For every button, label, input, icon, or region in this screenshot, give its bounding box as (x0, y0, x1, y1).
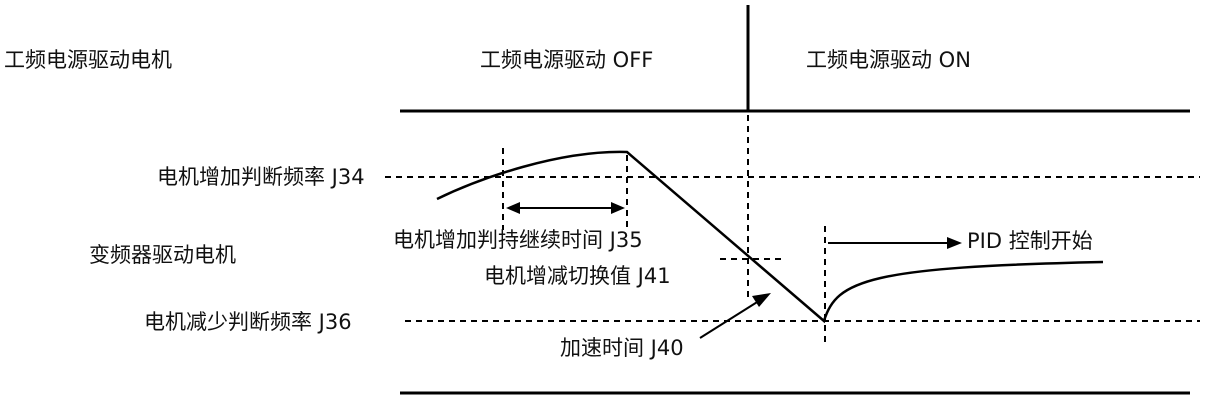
hold-time-arrow-right (611, 202, 625, 214)
label-switch-value: 电机增减切换值 J41 (484, 264, 671, 288)
label-power-drive-on: 工频电源驱动 ON (806, 48, 971, 72)
accel-time-arrow-head (752, 293, 771, 307)
label-power-driven-motor: 工频电源驱动电机 (4, 48, 172, 72)
pid-start-arrow-head (947, 237, 962, 249)
accel-time-arrow-line (699, 298, 763, 339)
motor-frequency-curve (436, 150, 1104, 324)
label-accel-time: 加速时间 J40 (560, 336, 684, 360)
label-power-drive-off: 工频电源驱动 OFF (480, 48, 653, 72)
label-increase-freq: 电机增加判断频率 J34 (157, 165, 365, 189)
hold-time-arrow-left (506, 202, 520, 214)
label-hold-time: 电机增加判持继续时间 J35 (393, 228, 643, 252)
label-inverter-driven-motor: 变频器驱动电机 (89, 243, 236, 267)
label-decrease-freq: 电机减少判断频率 J36 (144, 310, 352, 334)
label-pid-start: PID 控制开始 (967, 229, 1093, 253)
